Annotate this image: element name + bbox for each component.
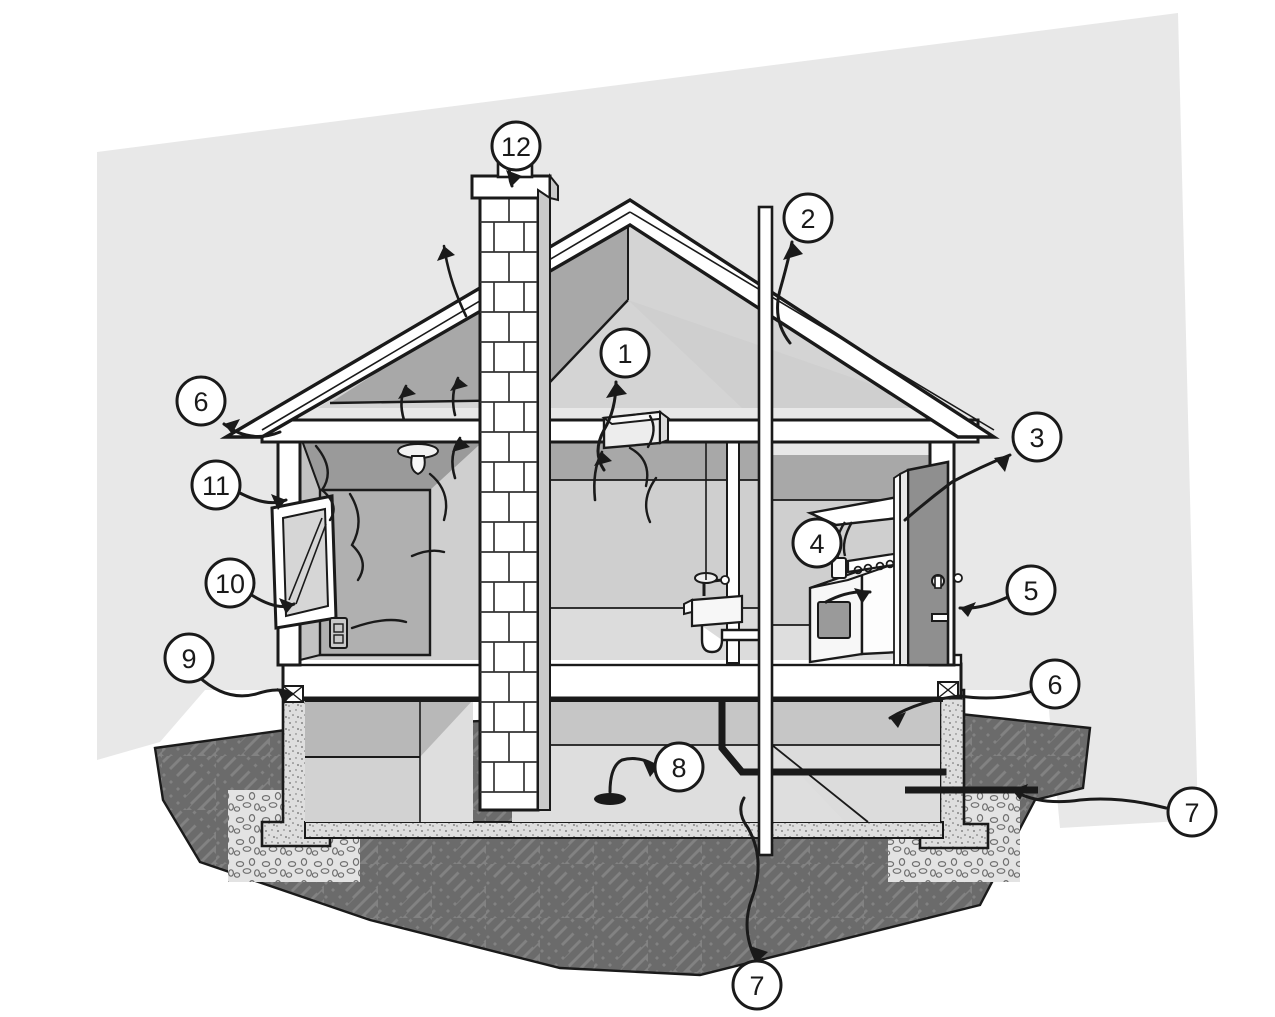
callout-12-label: 12 <box>501 132 531 162</box>
ceiling-duct-boot <box>601 410 671 450</box>
callout-5-label: 5 <box>1023 576 1038 606</box>
gable-roof <box>219 198 1000 439</box>
callout-3[interactable]: 3 <box>1011 411 1063 463</box>
callout-6-left-label: 6 <box>193 387 208 417</box>
callout-11[interactable]: 11 <box>190 459 242 511</box>
callout-12[interactable]: 12 <box>490 120 542 172</box>
callout-7-bottom[interactable]: 7 <box>731 959 783 1011</box>
callout-arrowheads <box>224 170 1028 962</box>
main-floor-assembly <box>281 653 963 700</box>
callout-3-label: 3 <box>1029 423 1044 453</box>
basement-space <box>305 698 943 823</box>
plumbing-vent-stack <box>757 205 774 857</box>
sink-with-faucet <box>683 430 762 654</box>
masonry-chimney <box>470 161 559 812</box>
callout-markers: 1 2 3 4 5 6 6 7 <box>163 120 1218 1011</box>
callout-11-label: 11 <box>202 471 230 501</box>
callout-7-right-label: 7 <box>1184 798 1199 828</box>
exterior-entry-door <box>893 460 963 667</box>
callout-5[interactable]: 5 <box>1005 564 1057 616</box>
electrical-receptacle <box>329 617 348 649</box>
callout-8-label: 8 <box>671 753 686 783</box>
callout-10-label: 10 <box>215 569 245 599</box>
callout-6-right-label: 6 <box>1047 670 1062 700</box>
pendant-light-fixture <box>397 443 439 476</box>
sill-plate-markers <box>282 681 959 703</box>
callout-1[interactable]: 1 <box>599 327 651 379</box>
callout-9-label: 9 <box>181 644 196 674</box>
callout-6-right[interactable]: 6 <box>1029 658 1081 710</box>
waste-drain-pipe <box>718 682 947 776</box>
leak-path-squiggles <box>314 414 658 630</box>
callout-4-label: 4 <box>809 529 824 559</box>
callout-8[interactable]: 8 <box>653 741 705 793</box>
callout-6-left[interactable]: 6 <box>175 375 227 427</box>
callout-2-label: 2 <box>800 204 815 234</box>
double-hung-window <box>270 494 338 630</box>
callout-9[interactable]: 9 <box>163 632 215 684</box>
callout-7-bottom-label: 7 <box>749 971 764 1001</box>
basement-floor-drain <box>594 793 626 805</box>
callout-1-label: 1 <box>617 339 632 369</box>
callout-7-right[interactable]: 7 <box>1166 786 1218 838</box>
callout-4[interactable]: 4 <box>791 517 843 569</box>
basement-slab <box>304 821 944 839</box>
callout-2[interactable]: 2 <box>782 192 834 244</box>
callout-10[interactable]: 10 <box>204 557 256 609</box>
kitchen-range <box>808 551 902 664</box>
